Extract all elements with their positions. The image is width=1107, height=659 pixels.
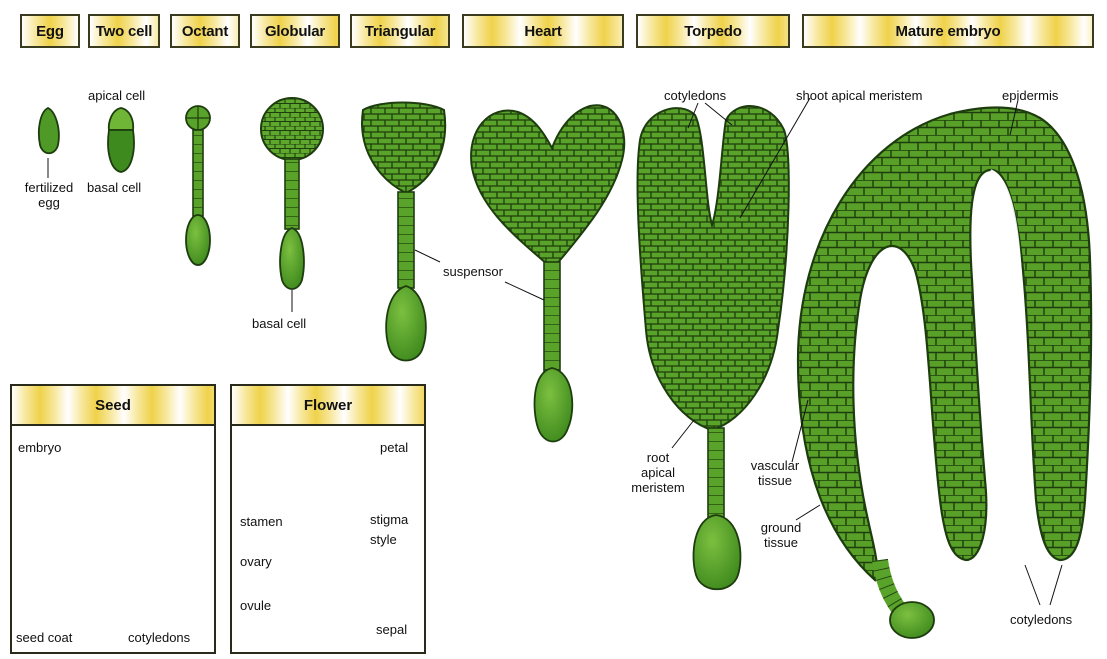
mature-embryo-illustration	[791, 99, 1093, 639]
label-basal-cell-two-cell: basal cell	[87, 180, 142, 195]
label-apical-cell: apical cell	[88, 88, 146, 103]
globular-illustration	[260, 97, 324, 312]
stage-header-two-cell: Two cell	[88, 14, 160, 48]
seed-panel: Seed	[10, 384, 216, 654]
label-suspensor: suspensor	[443, 264, 503, 279]
octant-illustration	[185, 105, 211, 266]
seed-label-seed-coat: seed coat	[16, 630, 73, 645]
flower-label-petal: petal	[380, 440, 409, 455]
label-root-apical-meristem: root apical meristem	[631, 450, 685, 495]
torpedo-illustration	[636, 97, 811, 590]
flower-panel-title: Flower	[232, 386, 424, 426]
flower-label-ovule: ovule	[240, 598, 272, 613]
stage-header-heart: Heart	[462, 14, 624, 48]
two-cell-illustration	[107, 107, 135, 173]
seed-label-cotyledons: cotyledons	[128, 630, 191, 645]
flower-label-stigma: stigma	[370, 512, 409, 527]
flower-label-stamen: stamen	[240, 514, 283, 529]
seed-label-embryo: embryo	[18, 440, 62, 455]
triangular-illustration	[361, 101, 447, 362]
stage-header-octant: Octant	[170, 14, 240, 48]
label-fertilized-egg: fertilized egg	[24, 180, 74, 210]
flower-label-ovary: ovary	[240, 554, 272, 569]
stage-header-egg: Egg	[20, 14, 80, 48]
label-ground-tissue: ground tissue	[760, 520, 802, 550]
label-vascular-tissue: vascular tissue	[750, 458, 800, 488]
label-cotyledons-mature: cotyledons	[1010, 612, 1073, 627]
label-epidermis: epidermis	[1002, 88, 1059, 103]
flower-panel: Flower	[230, 384, 426, 654]
stage-header-globular: Globular	[250, 14, 340, 48]
seed-panel-title: Seed	[12, 386, 214, 426]
flower-label-style: style	[370, 532, 397, 547]
stage-header-triangular: Triangular	[350, 14, 450, 48]
heart-illustration	[470, 104, 626, 443]
label-cotyledons-torpedo: cotyledons	[664, 88, 727, 103]
stage-header-mature-embryo: Mature embryo	[802, 14, 1094, 48]
label-shoot-apical-meristem: shoot apical meristem	[796, 88, 923, 103]
label-basal-cell-globular: basal cell	[252, 316, 307, 331]
egg-illustration	[37, 106, 60, 178]
stage-header-torpedo: Torpedo	[636, 14, 790, 48]
flower-label-sepal: sepal	[376, 622, 408, 637]
